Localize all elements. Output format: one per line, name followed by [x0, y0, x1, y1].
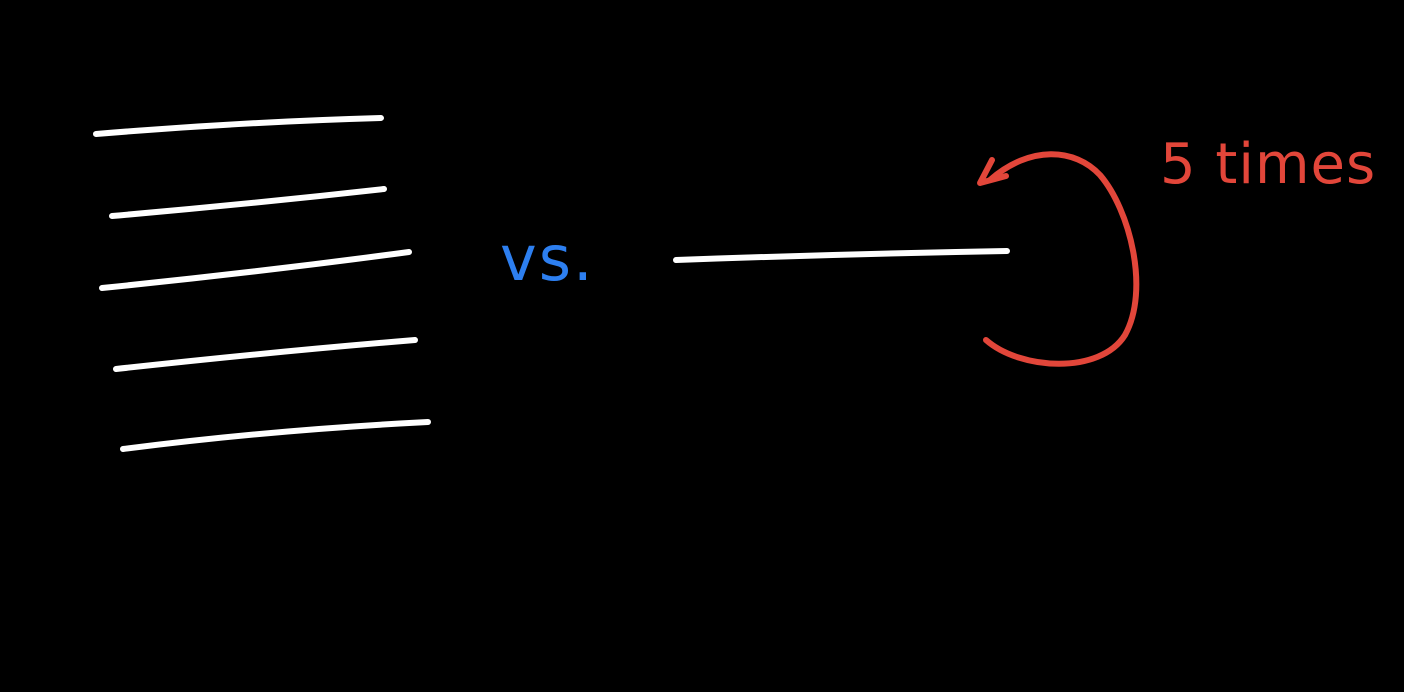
versus-label: vs.: [500, 222, 595, 295]
stacked-lines-group: [93, 115, 431, 452]
repeat-count-label: 5 times: [1160, 132, 1377, 197]
loop-arrowhead: [977, 157, 1009, 186]
stacked-line-2: [109, 186, 387, 219]
repeat-loop-arrow: [977, 151, 1140, 367]
loop-curve: [983, 151, 1140, 367]
stacked-line-5: [120, 419, 431, 452]
stacked-line-1: [93, 115, 384, 137]
stacked-line-4: [113, 337, 418, 372]
single-line: [673, 248, 1010, 263]
stacked-line-3: [99, 249, 412, 291]
